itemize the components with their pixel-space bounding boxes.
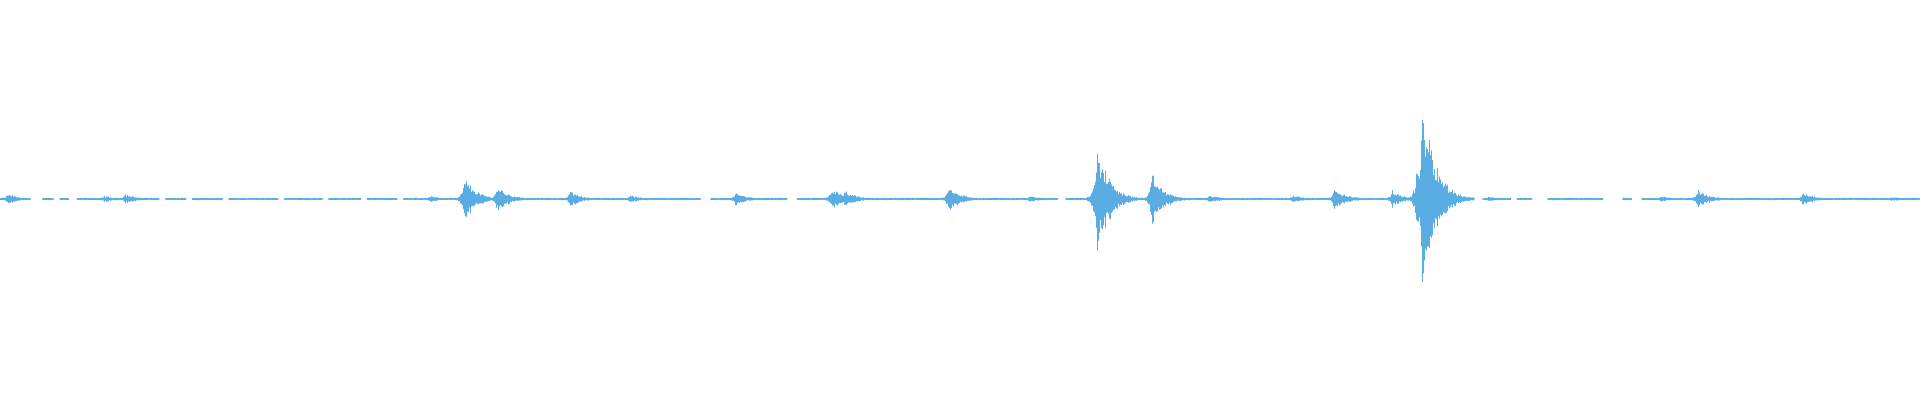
waveform-silence-gap: [1511, 196, 1517, 202]
waveform-silence-gap: [278, 196, 285, 202]
waveform-silence-gap: [397, 196, 404, 202]
waveform-silence-gap: [222, 196, 229, 202]
waveform-silence-gap: [361, 196, 367, 202]
waveform-silence-gap: [159, 196, 166, 202]
waveform-silence-gap: [787, 196, 797, 202]
waveform-silence-gap: [69, 196, 77, 202]
waveform-silence-gap: [1474, 196, 1483, 202]
waveform-samples: [0, 119, 1920, 283]
waveform-silence-gap: [322, 196, 329, 202]
waveform-silence-gap: [1057, 196, 1066, 202]
waveform-silence-gap: [186, 196, 192, 202]
waveform-silence-gap: [700, 196, 711, 202]
waveform-silence-gaps: [30, 196, 1642, 202]
waveform-silence-gap: [53, 196, 60, 202]
waveform-silence-gap: [1632, 196, 1642, 202]
waveform-silence-gap: [1532, 196, 1548, 202]
waveform-silence-gap: [1603, 196, 1623, 202]
waveform-silence-gap: [30, 196, 43, 202]
